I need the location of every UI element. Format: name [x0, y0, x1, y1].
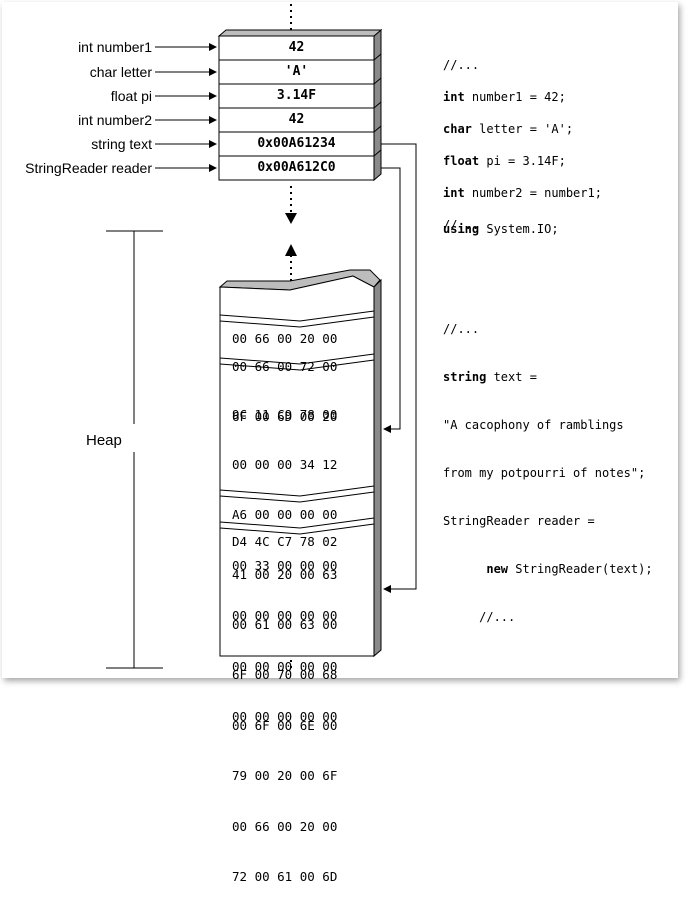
heap-front	[219, 275, 375, 657]
code-line: //...	[443, 322, 480, 336]
code-block-1: //... int number1 = 42; char letter = 'A…	[443, 41, 602, 249]
heap-block-1: 00 66 00 20 00	[232, 297, 337, 364]
stack-value-pi: 3.14F	[276, 88, 317, 103]
hex-line: 00 6F 00 6E 00	[232, 717, 338, 733]
code-line: new StringReader(text);	[486, 562, 653, 576]
heap-block-2: 00 66 00 72 00 6F 00 6D 00 20	[232, 325, 337, 443]
hex-line: 00 61 00 63 00	[232, 616, 338, 632]
stack-value-number2: 42	[288, 112, 305, 127]
stack-value-letter: 'A'	[284, 64, 309, 79]
heap-block-4: D4 4C C7 78 02	[232, 500, 337, 567]
keyword: string	[443, 370, 487, 384]
code-line: float pi = 3.14F;	[443, 154, 566, 168]
stack-top	[217, 29, 383, 37]
hex-line: 6F 00 6D 00 20	[232, 408, 338, 424]
heap-side	[373, 278, 382, 658]
hex-line: 41 00 20 00 63	[232, 566, 338, 582]
code-using: using System.IO;	[443, 222, 559, 236]
text-reference-arrow	[381, 143, 417, 593]
hex-line: 79 00 20 00 6F	[232, 768, 338, 784]
keyword: int	[443, 186, 465, 200]
label-int-number1: int number1	[78, 39, 152, 55]
code-line: int number2 = number1;	[443, 186, 602, 200]
heap-block-5: 41 00 20 00 63 00 61 00 63 00 6F 00 70 0…	[232, 533, 337, 903]
keyword: new	[486, 562, 509, 576]
hex-line: 00 00 00 00 00	[232, 658, 338, 674]
label-char-letter: char letter	[89, 64, 152, 80]
stack-value-text: 0x00A61234	[257, 136, 336, 151]
hex-line: 6F 00 70 00 68	[232, 667, 338, 683]
hex-line: 00 66 00 20 00	[232, 818, 338, 834]
code-line: string text =	[443, 370, 537, 384]
hex-line: 72 00 61 00 6D	[232, 868, 338, 884]
stack-value-reader: 0x00A612C0	[257, 160, 336, 175]
hex-line: 00 00 00 34 12	[232, 456, 338, 472]
code-line: //...	[443, 58, 480, 72]
hex-line: 00 00 00 00 00	[232, 608, 338, 624]
code-line: from my potpourri of notes";	[443, 466, 646, 480]
keyword: char	[443, 122, 472, 136]
hex-line: 9C 11 C9 78 00	[232, 406, 338, 422]
label-float-pi: float pi	[110, 88, 152, 104]
stack-value-number1: 42	[288, 40, 305, 55]
code-line: char letter = 'A';	[443, 122, 574, 136]
reader-reference-arrow	[381, 167, 401, 433]
code-line: "A cacophony of ramblings	[443, 418, 624, 432]
hex-line: D4 4C C7 78 02	[232, 533, 338, 549]
keyword: using	[443, 222, 480, 236]
hex-line: A6 00 00 00 00	[232, 507, 338, 523]
code-line: StringReader reader =	[443, 514, 595, 528]
code-line: //...	[443, 218, 480, 232]
hex-line: 00 66 00 72 00	[232, 358, 338, 374]
hex-line: 00 66 00 20 00	[232, 330, 338, 346]
label-stringreader-reader: StringReader reader	[25, 160, 152, 176]
diagram-graphics	[106, 4, 417, 672]
code-block-2: //... string text = "A cacophony of ramb…	[443, 293, 653, 653]
code-line: //...	[443, 610, 516, 624]
label-string-text: string text	[91, 136, 152, 152]
code-line: int number1 = 42;	[443, 90, 566, 104]
label-int-number2: int number2	[78, 112, 152, 128]
stack-cells	[218, 35, 375, 181]
heap-label: Heap	[86, 432, 122, 449]
hex-line: 00 33 00 00 00	[232, 557, 338, 573]
keyword: float	[443, 154, 480, 168]
keyword: int	[443, 90, 465, 104]
